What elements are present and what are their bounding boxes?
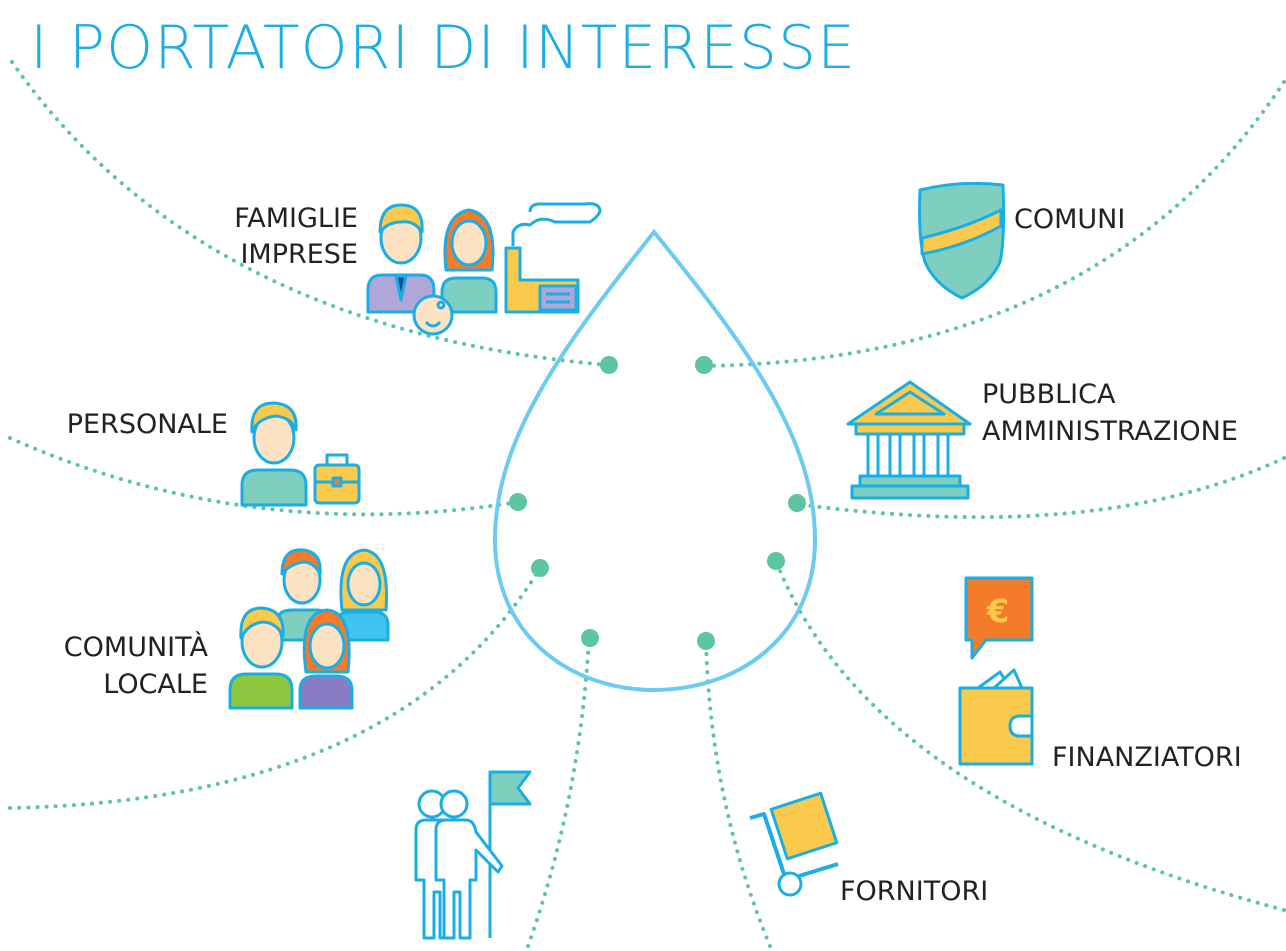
euro-wallet-icon: €: [958, 576, 1034, 766]
dot-fornitori: [697, 632, 715, 650]
government-building-icon: [846, 380, 972, 500]
water-drop: [492, 228, 818, 693]
arc-famiglie: [10, 60, 610, 367]
family-factory-icon: [366, 202, 602, 336]
dot-comunita: [531, 559, 549, 577]
dot-famiglie: [600, 356, 618, 374]
arc-personale: [8, 436, 520, 517]
arc-fornitori: [704, 639, 772, 948]
label-amministrazione: AMMINISTRAZIONE: [982, 416, 1238, 447]
dot-comuni: [695, 356, 713, 374]
drop-dots: [509, 356, 806, 650]
dot-finanziatori: [767, 552, 785, 570]
worker-briefcase-icon: [240, 401, 361, 507]
arc-flag: [526, 636, 591, 948]
label-finanziatori: FINANZIATORI: [1052, 742, 1242, 773]
label-personale: PERSONALE: [67, 409, 228, 440]
label-locale: LOCALE: [103, 669, 208, 700]
label-comunita: COMUNITÀ: [64, 631, 209, 663]
shield-icon: [918, 181, 1006, 300]
label-fornitori: FORNITORI: [840, 876, 988, 907]
connector-arcs: [8, 60, 1286, 948]
dot-pa: [788, 494, 806, 512]
label-pubblica: PUBBLICA: [982, 379, 1116, 410]
dot-flag: [581, 629, 599, 647]
hand-truck-icon: [749, 791, 839, 897]
dot-personale: [509, 493, 527, 511]
label-imprese: IMPRESE: [240, 239, 358, 270]
people-flag-icon: [414, 770, 532, 940]
page-title: I PORTATORI DI INTERESSE: [30, 13, 856, 83]
label-comuni: COMUNI: [1014, 204, 1125, 235]
label-famiglie: FAMIGLIE: [234, 203, 358, 234]
community-people-icon: [228, 548, 390, 710]
arc-comunita: [8, 566, 542, 810]
arc-finanziatori: [774, 559, 1286, 912]
svg-text:€: €: [986, 592, 1009, 630]
arc-comuni: [702, 80, 1286, 368]
